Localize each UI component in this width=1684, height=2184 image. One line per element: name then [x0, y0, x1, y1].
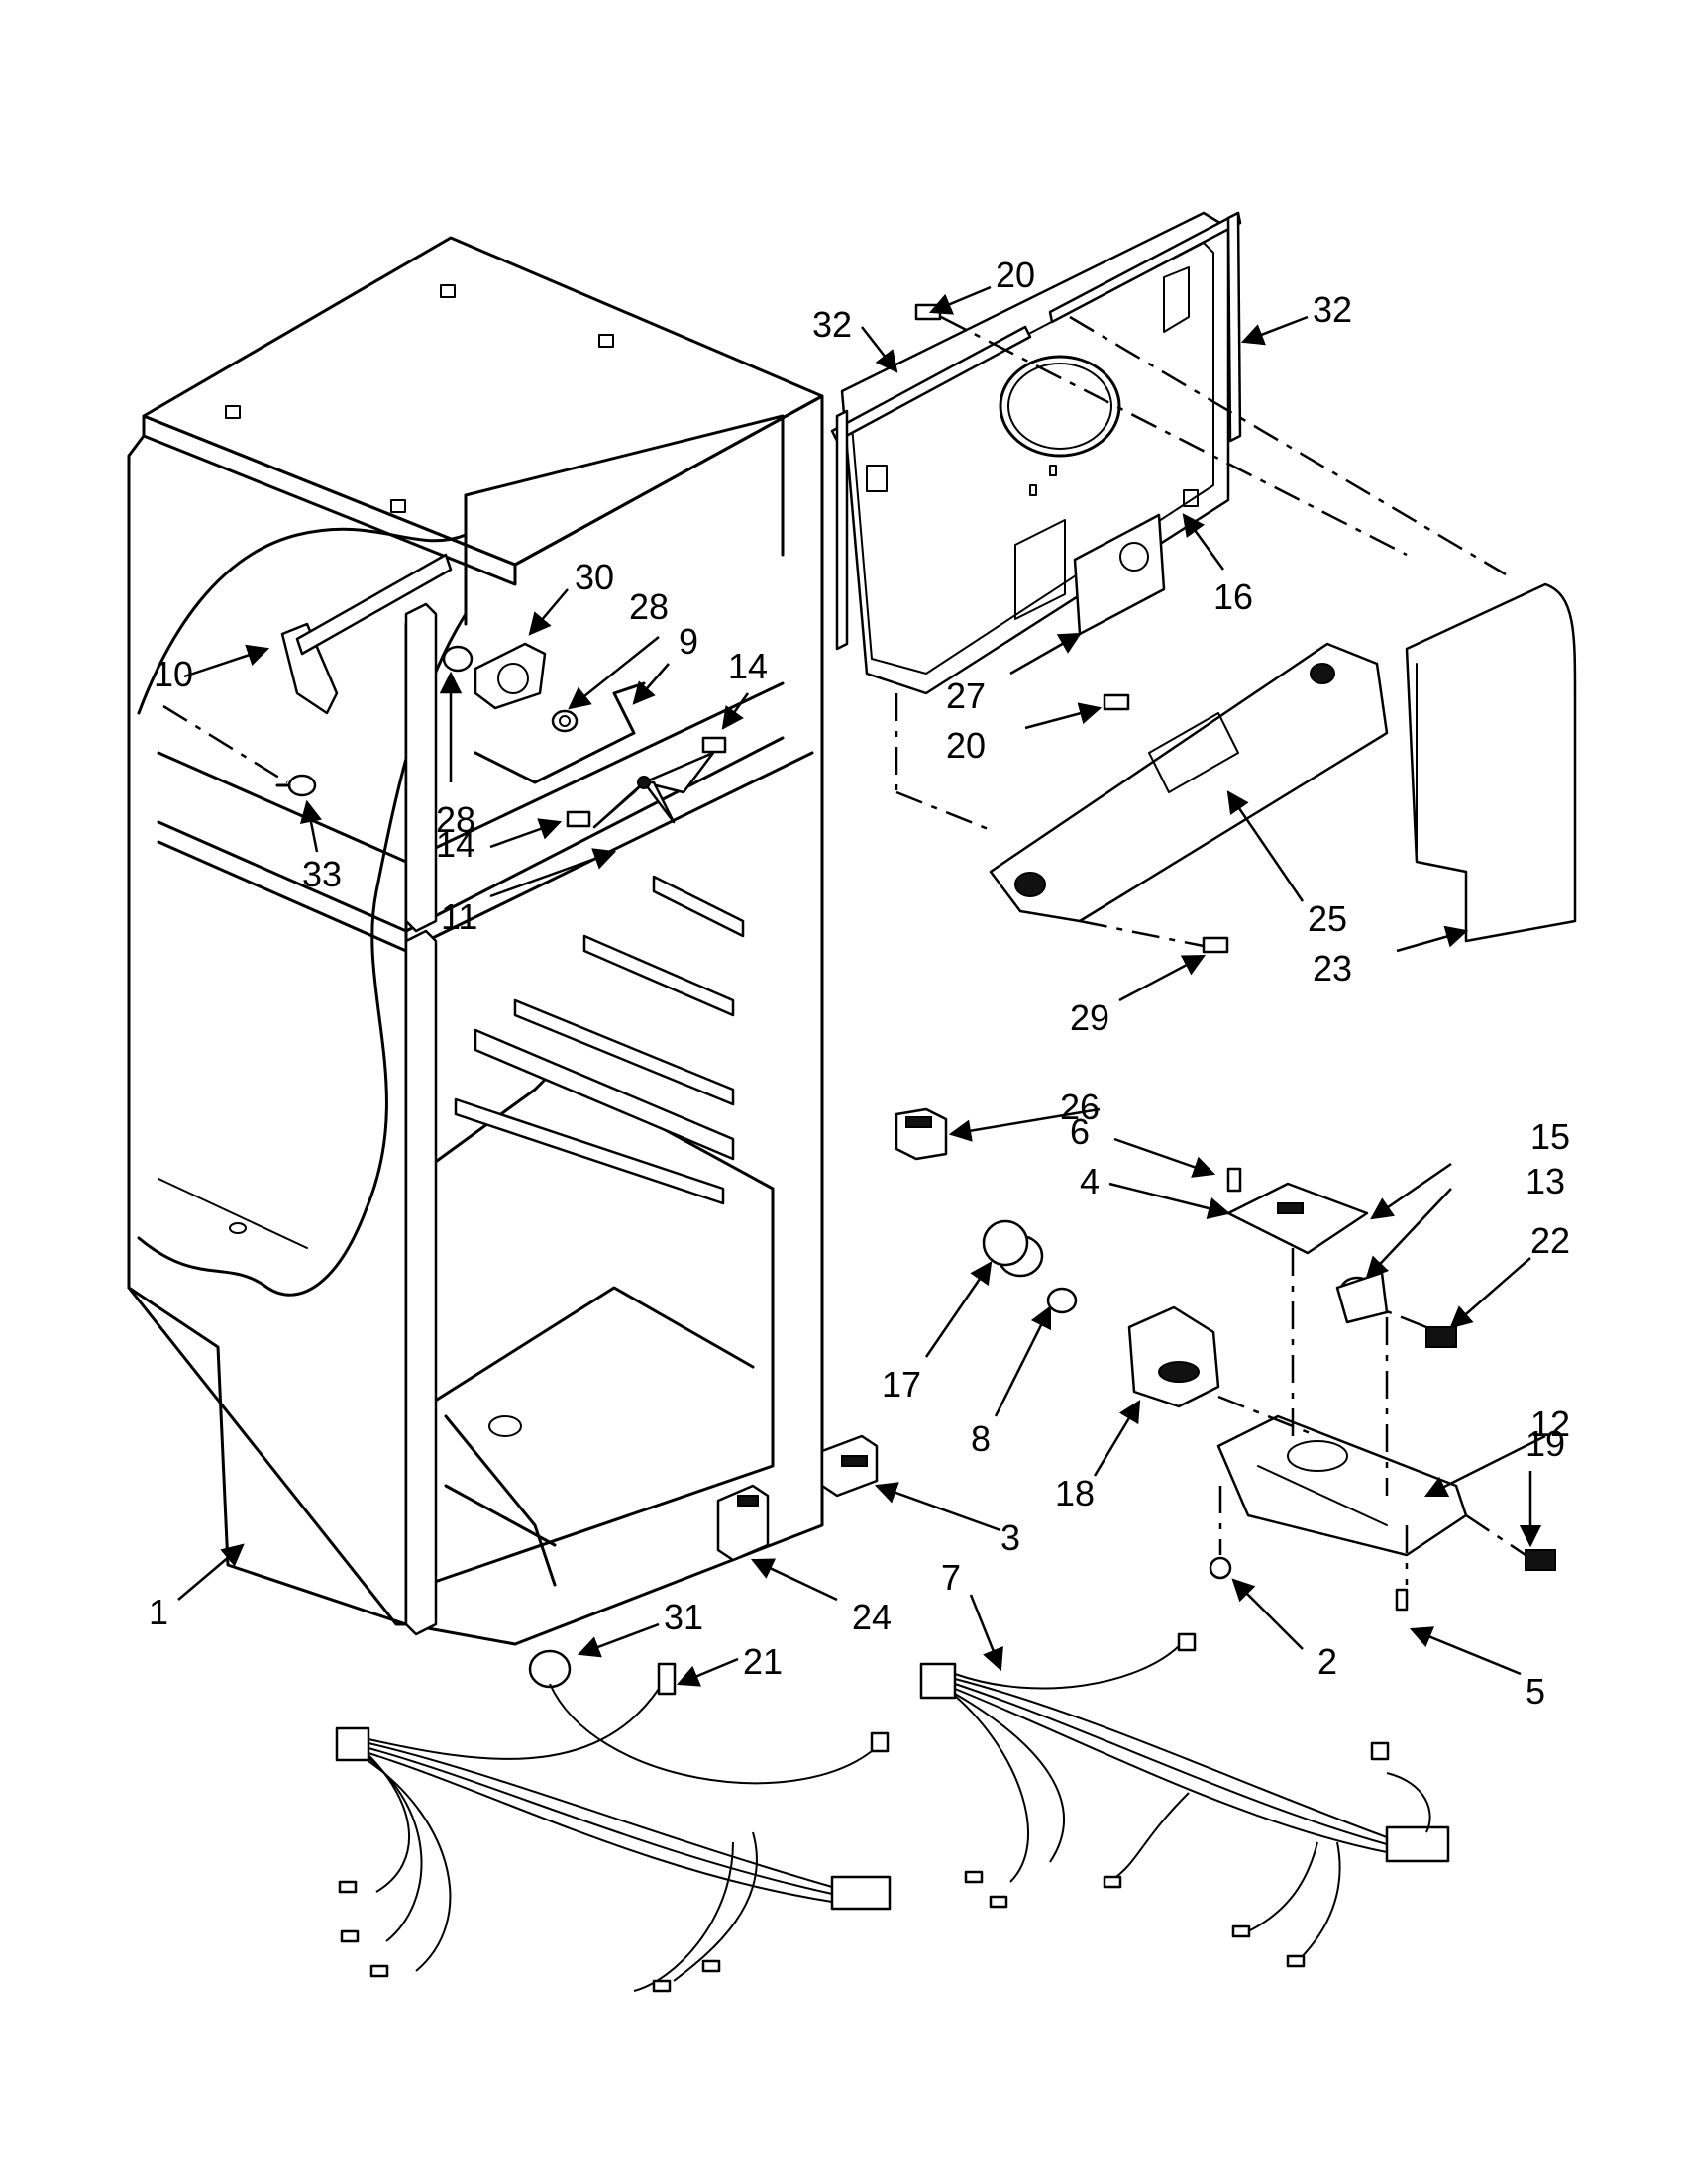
connector-24 — [716, 1484, 770, 1562]
terminal-3 — [820, 1434, 879, 1498]
callout-15: 15 — [1530, 1116, 1570, 1157]
screws-14 — [566, 736, 727, 828]
wire-harness-left — [335, 1649, 892, 1993]
thermistor-13 — [1335, 1271, 1389, 1324]
callout-17: 17 — [882, 1364, 921, 1404]
callout-8: 8 — [971, 1418, 991, 1459]
callout-28b: 28 — [436, 799, 475, 840]
callout-20b: 20 — [946, 725, 986, 766]
callout-21: 21 — [743, 1641, 783, 1682]
callout-6: 6 — [1070, 1111, 1090, 1152]
callout-31: 31 — [664, 1597, 703, 1637]
callout-23: 23 — [1313, 948, 1352, 988]
leader-arrows — [177, 285, 1546, 1687]
plug-33 — [275, 774, 317, 797]
light-housing-12 — [1216, 1414, 1468, 1557]
light-shield-18 — [1127, 1305, 1220, 1408]
callout-30: 30 — [575, 557, 614, 597]
gasket-strips — [830, 211, 1242, 651]
callout-19: 19 — [1526, 1423, 1565, 1464]
callout-24: 24 — [852, 1597, 892, 1637]
switch-19 — [1525, 1549, 1556, 1571]
freezer-duct-23 — [1405, 582, 1577, 943]
callout-1: 1 — [149, 1592, 168, 1632]
callout-20a: 20 — [996, 255, 1035, 295]
callout-5: 5 — [1526, 1671, 1545, 1712]
callout-labels: 1 2 3 4 5 6 7 8 9 10 11 12 13 14 14 15 1… — [149, 255, 1570, 1712]
callout-14a: 14 — [728, 646, 768, 686]
air-diffuser-25 — [989, 642, 1389, 923]
shelf-rails — [454, 875, 745, 1205]
callout-18: 18 — [1055, 1473, 1095, 1513]
fan-blade-11 — [592, 751, 715, 829]
callout-25: 25 — [1308, 898, 1347, 939]
callout-22: 22 — [1530, 1220, 1570, 1261]
control-board-4 — [1226, 1167, 1369, 1255]
fan-motor-30 — [442, 642, 579, 733]
callout-12: 12 — [1530, 1404, 1570, 1444]
callout-9: 9 — [679, 621, 698, 662]
callout-27: 27 — [946, 676, 986, 716]
callout-29: 29 — [1070, 997, 1109, 1038]
refrigerator-liner — [127, 236, 824, 1646]
wire-harness-right — [919, 1632, 1450, 1968]
screw-2-5 — [1209, 1556, 1409, 1612]
callout-3: 3 — [1000, 1517, 1020, 1558]
callout-14b: 14 — [436, 824, 475, 865]
callout-26: 26 — [1060, 1087, 1100, 1127]
callout-32b: 32 — [1313, 289, 1352, 330]
callout-4: 4 — [1080, 1161, 1100, 1201]
callout-10: 10 — [154, 654, 193, 694]
callout-33: 33 — [302, 854, 342, 894]
switch-22 — [1425, 1326, 1457, 1348]
callout-2: 2 — [1317, 1641, 1337, 1682]
callout-11: 11 — [441, 896, 477, 937]
callout-32a: 32 — [812, 304, 852, 345]
callout-13: 13 — [1526, 1161, 1565, 1201]
callout-7: 7 — [941, 1557, 961, 1598]
fan-bracket-10 — [280, 553, 453, 715]
callout-16: 16 — [1213, 576, 1253, 617]
thermostat-26 — [895, 1107, 948, 1161]
bulb-17 — [982, 1219, 1029, 1267]
callout-28a: 28 — [629, 586, 669, 627]
fan-shroud-9 — [474, 681, 646, 784]
